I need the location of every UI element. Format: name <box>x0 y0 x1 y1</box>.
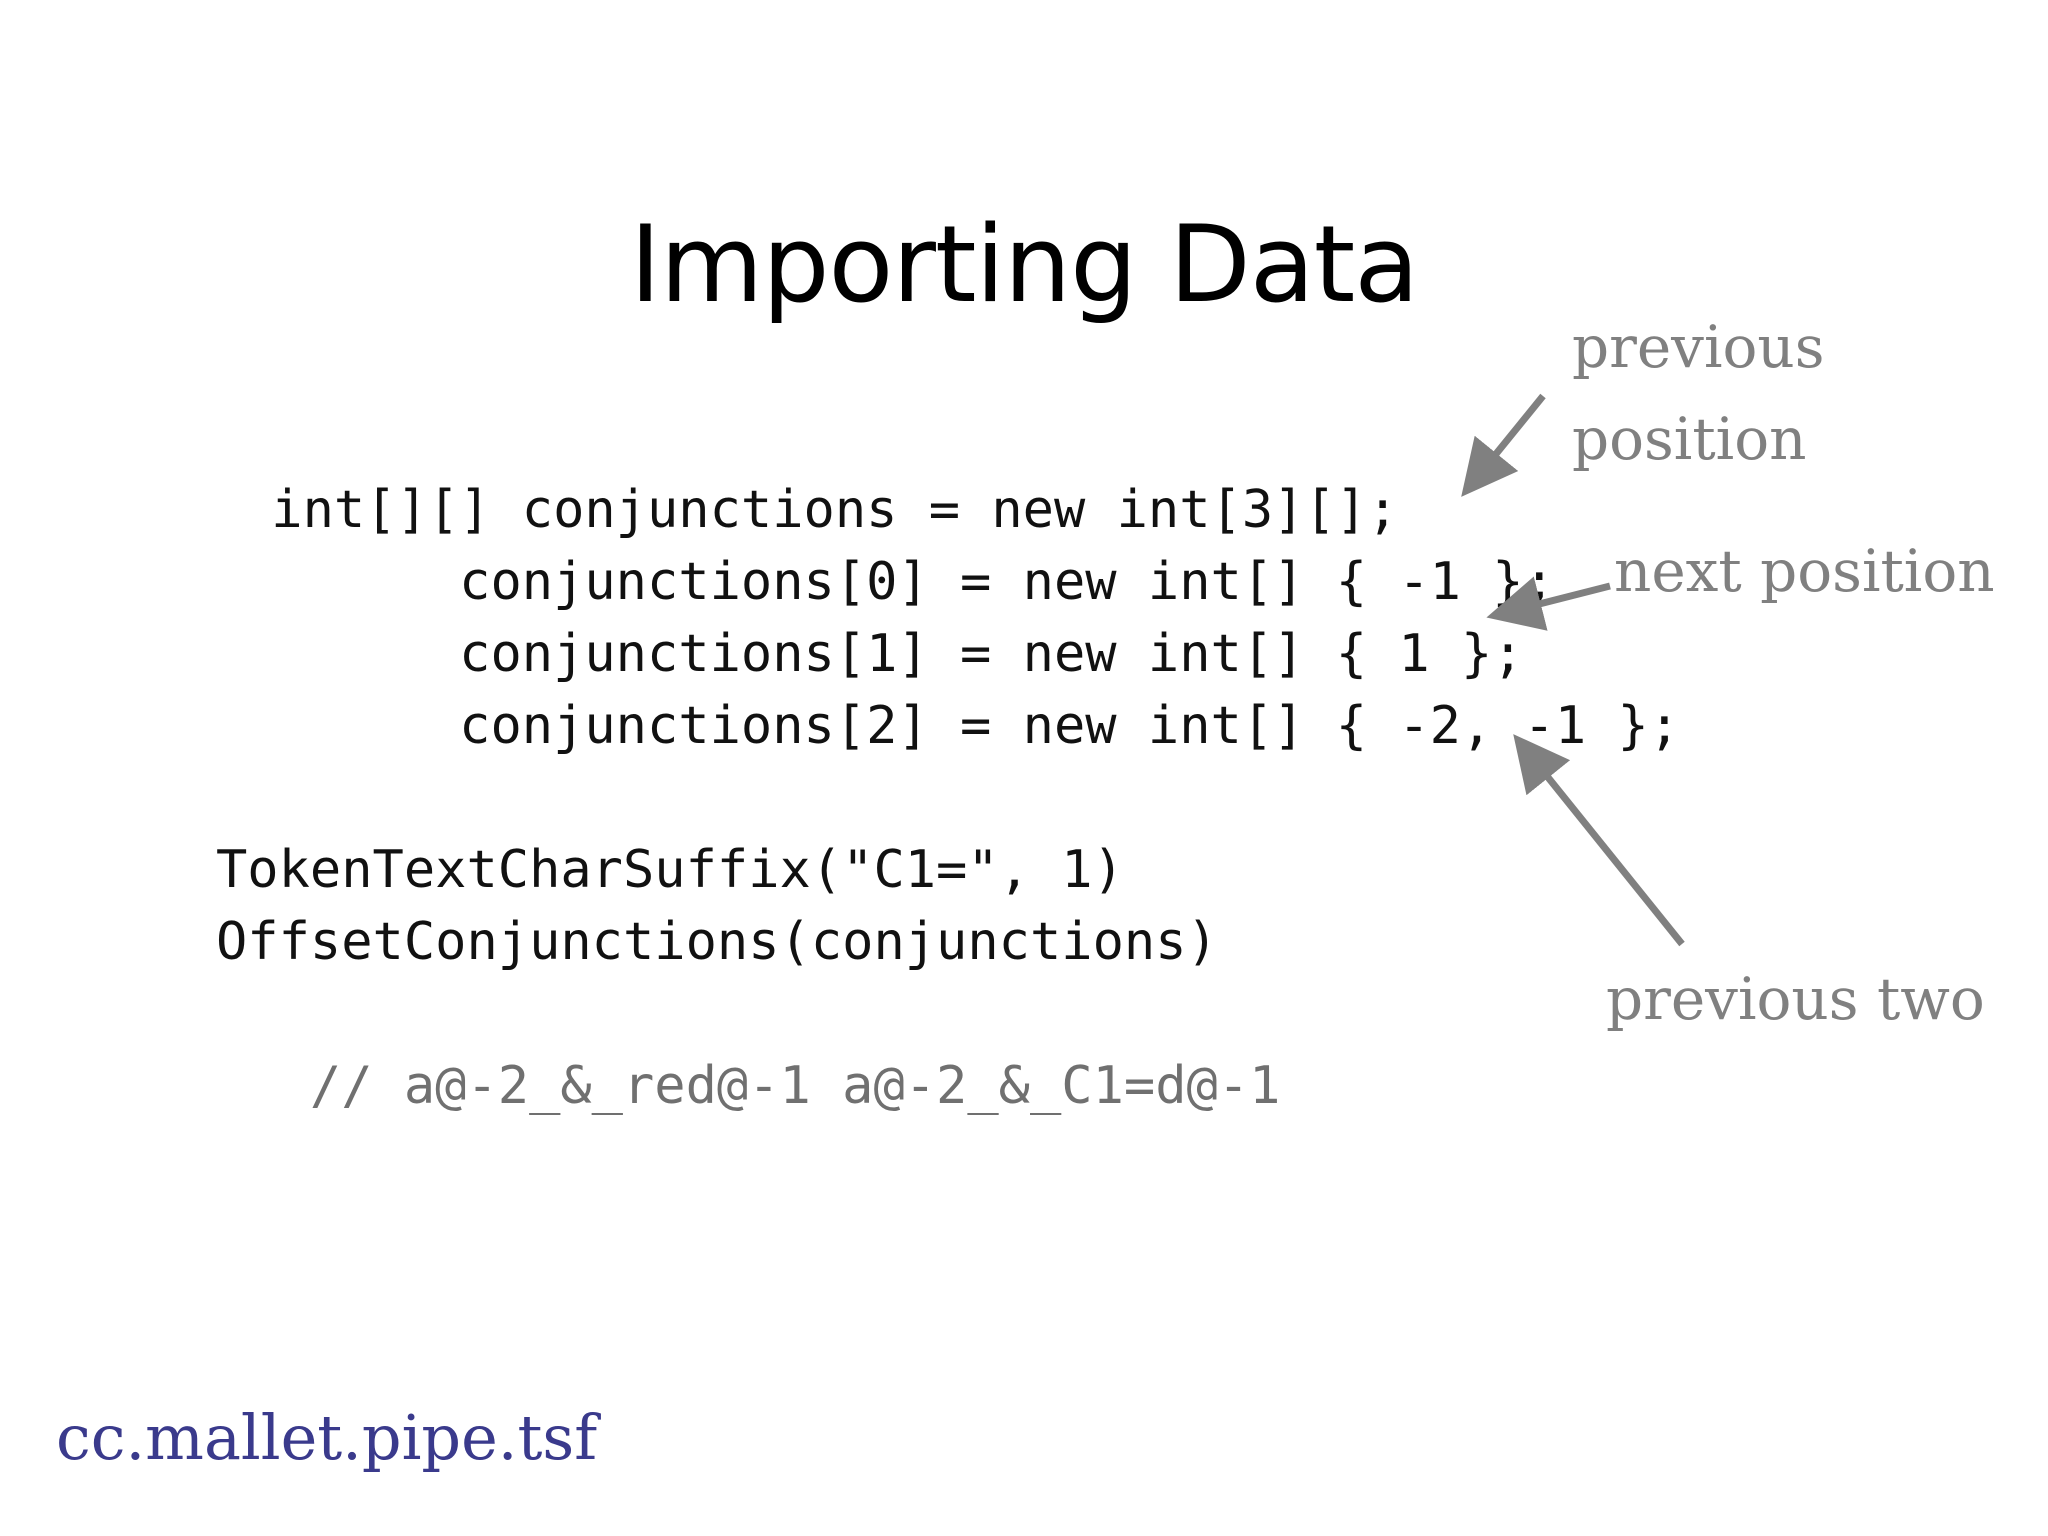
arrow-previous-position-icon <box>1461 393 1546 497</box>
annotation-previous-position-line2: position <box>1572 405 1807 473</box>
annotation-next-position: next position <box>1614 537 1995 605</box>
slide-title: Importing Data <box>629 203 1420 326</box>
arrow-previous-two-icon <box>1513 734 1685 947</box>
code-line-conjunction-1: conjunctions[1] = new int[] { 1 }; <box>240 624 1524 684</box>
code-line-token-text-char-suffix: TokenTextCharSuffix("C1=", 1) <box>216 840 1124 900</box>
code-line-declaration: int[][] conjunctions = new int[3][]; <box>240 480 1399 540</box>
code-comment-example-features: // a@-2_&_red@-1 a@-2_&_C1=d@-1 <box>216 1056 1281 1116</box>
annotation-previous-two: previous two <box>1606 965 1985 1033</box>
code-line-conjunction-0: conjunctions[0] = new int[] { -1 }; <box>240 552 1555 612</box>
code-line-offset-conjunctions: OffsetConjunctions(conjunctions) <box>216 912 1218 972</box>
code-line-conjunction-2: conjunctions[2] = new int[] { -2, -1 }; <box>240 696 1681 756</box>
package-name: cc.mallet.pipe.tsf <box>56 1401 598 1474</box>
annotation-previous-position-line1: previous <box>1572 313 1825 381</box>
